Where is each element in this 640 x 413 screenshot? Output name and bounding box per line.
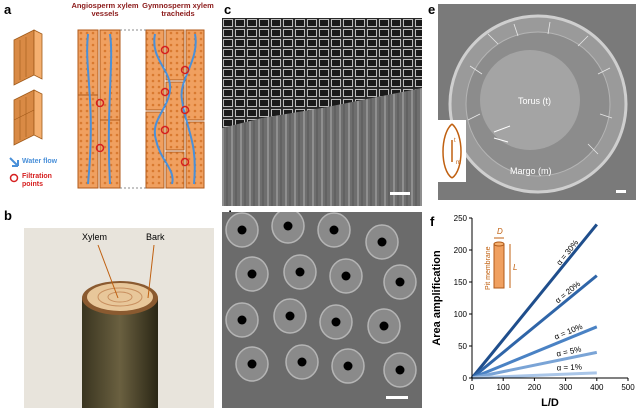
label-margo: Margo (m) [510,166,552,176]
y-tick-label: 200 [454,246,468,255]
panel-d-micrograph [222,212,422,408]
series-line [471,274,598,380]
scale-bar [390,192,410,195]
water-flow-icon [9,157,19,167]
wood-block-bottom [13,89,43,146]
pit-membrane-inset [493,237,511,289]
inset-l-label: L [513,263,517,272]
scale-bar [616,190,626,193]
panel-a-letter: a [4,2,12,17]
angiosperm-vessels [77,29,121,189]
y-tick-label: 0 [463,374,468,383]
panel-b-photo [24,228,214,408]
inset-label-m: m [456,160,461,166]
legend-water-flow: Water flow [22,158,58,165]
series-line [471,350,598,380]
panel-a-diagram [9,29,205,189]
panel-e-micrograph [438,4,636,200]
label-torus: Torus (t) [518,96,552,106]
angiosperm-title: Angiosperm xylem vessels [71,1,139,19]
wood-block-top [13,29,43,86]
series-label: α = 1% [556,362,582,372]
panel-e-letter: e [428,2,436,17]
panel-b-letter: b [4,208,12,223]
label-bark: Bark [146,232,165,242]
inset-label-t: t [454,138,456,144]
panel-f-letter: f [430,214,435,229]
y-tick-label: 250 [454,214,468,223]
panel-c-letter: c [224,2,232,17]
legend-filtration: Filtration points [22,173,52,188]
series-line [471,325,598,380]
panel-c-micrograph [222,18,422,206]
x-tick-label: 500 [621,383,635,392]
x-axis-label: L/D [541,397,559,409]
series-line [471,371,597,380]
filtration-point-icon [9,173,19,183]
y-axis-label: Area amplification [431,250,443,346]
series-line [470,223,598,379]
x-tick-label: 200 [528,383,542,392]
y-tick-label: 150 [454,278,468,287]
panel-b-pointers [97,244,155,299]
x-tick-label: 0 [470,383,475,392]
x-tick-label: 400 [590,383,604,392]
gymnosperm-title: Gymnosperm xylem tracheids [142,1,214,19]
inset-membrane-label: Pit membrane [485,246,492,290]
scale-bar [386,396,408,399]
gymnosperm-tracheids [145,29,205,189]
x-tick-label: 100 [497,383,511,392]
x-tick-label: 300 [559,383,573,392]
y-tick-label: 50 [458,342,467,351]
inset-d-label: D [497,227,503,236]
y-tick-label: 100 [454,310,468,319]
label-xylem: Xylem [82,232,108,242]
